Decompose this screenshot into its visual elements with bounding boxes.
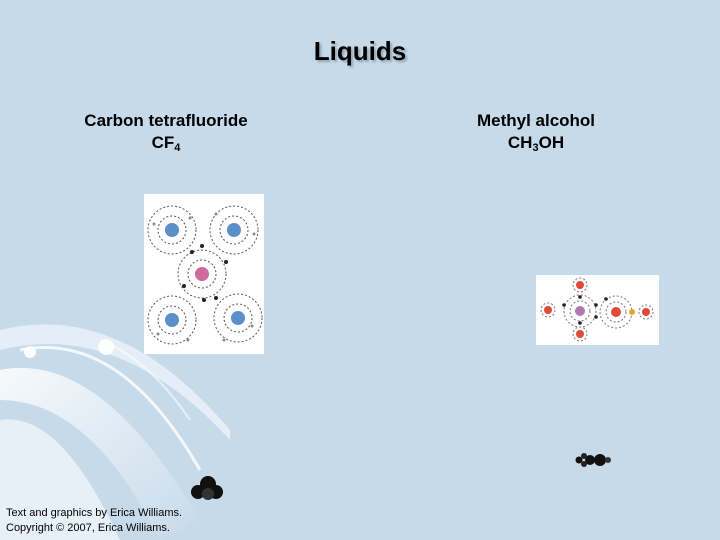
credit-text: Text and graphics by Erica Williams. Cop… bbox=[6, 506, 182, 536]
ch3oh-electron-diagram bbox=[536, 275, 659, 345]
left-compound-label: Carbon tetrafluoride CF4 bbox=[56, 110, 276, 159]
right-compound-formula: CH3OH bbox=[507, 133, 565, 154]
slide-title: Liquids bbox=[313, 36, 407, 66]
credit-line-1: Text and graphics by Erica Williams. bbox=[6, 507, 183, 519]
cf4-electron-diagram bbox=[144, 194, 264, 354]
ch3oh-molecule-icon bbox=[575, 453, 611, 467]
left-compound-formula: CF4 bbox=[151, 133, 181, 154]
right-compound-label: Methyl alcohol CH3OH bbox=[436, 110, 636, 159]
credit-line-2: Copyright © 2007, Erica Williams. bbox=[6, 522, 170, 534]
left-compound-name: Carbon tetrafluoride bbox=[84, 111, 248, 130]
right-compound-name: Methyl alcohol bbox=[476, 111, 596, 130]
cf4-molecule-icon bbox=[191, 476, 223, 500]
